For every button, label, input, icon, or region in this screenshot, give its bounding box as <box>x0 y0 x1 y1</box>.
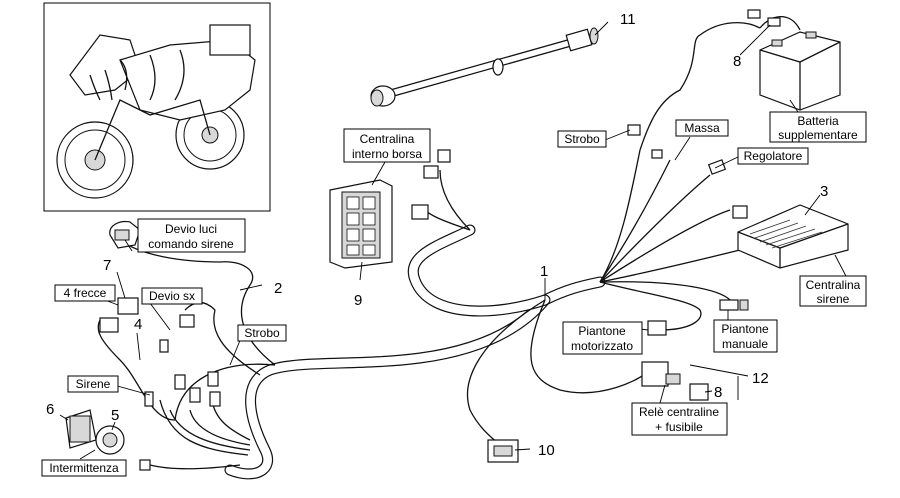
label-massa: Massa <box>675 119 729 137</box>
part-number-12: 12 <box>752 370 769 387</box>
label-devio-luci-line1: Devio luci <box>165 222 217 236</box>
label-rele-line1: Relè centraline <box>639 405 719 419</box>
label-devio-luci: Devio luci comando sirene <box>137 218 246 253</box>
label-sirene: Sirene <box>67 375 119 393</box>
part-number-11: 11 <box>620 11 636 28</box>
label-strobo-left-text: Strobo <box>244 326 280 340</box>
label-piantone-motorizzato: Piantone motorizzato <box>562 321 643 355</box>
label-strobo-left: Strobo <box>237 324 287 342</box>
label-piantone-motorizzato-line2: motorizzato <box>571 339 633 353</box>
label-strobo-right: Strobo <box>557 130 607 148</box>
part-number-3: 3 <box>820 183 828 200</box>
part-12-relay <box>641 361 709 401</box>
label-rele-line2: + fusibile <box>655 420 703 434</box>
part-10-connector <box>487 439 519 463</box>
label-regolatore: Regolatore <box>737 147 809 165</box>
motorcycle-inset <box>43 2 271 212</box>
label-intermittenza: Intermittenza <box>41 459 127 477</box>
part-11-cable <box>370 27 599 107</box>
part-3-siren-unit <box>732 204 849 269</box>
left-components <box>65 220 221 471</box>
label-strobo-right-text: Strobo <box>564 132 600 146</box>
part-number-1: 1 <box>540 263 548 280</box>
part-number-5: 5 <box>111 407 119 424</box>
label-devio-sx-text: Devio sx <box>149 289 195 303</box>
part-number-7: 7 <box>103 257 111 274</box>
label-intermittenza-text: Intermittenza <box>49 461 119 475</box>
label-piantone-manuale-line2: manuale <box>722 337 768 351</box>
label-batteria-line1: Batteria <box>797 114 839 128</box>
part-number-8-relay: 8 <box>714 384 722 401</box>
part-number-6: 6 <box>46 401 54 418</box>
main-harness <box>97 34 761 480</box>
label-batteria-line2: supplementare <box>778 128 858 142</box>
label-4-frecce: 4 frecce <box>54 284 116 302</box>
battery-part <box>699 9 841 111</box>
part-number-8-top: 8 <box>733 53 741 70</box>
part-number-9: 9 <box>354 292 362 309</box>
part-number-10: 10 <box>538 442 555 459</box>
label-centralina-sirene-line2: sirene <box>817 292 850 306</box>
part-numbers: 11 8 3 1 9 2 7 4 6 5 10 12 8 <box>46 11 828 459</box>
part-number-2: 2 <box>274 280 282 297</box>
label-regolatore-text: Regolatore <box>744 149 803 163</box>
label-rele: Relè centraline + fusibile <box>631 402 728 436</box>
label-centralina-borsa-line2: interno borsa <box>352 147 422 161</box>
right-connectors <box>627 124 749 336</box>
label-centralina-borsa: Centralina interno borsa <box>343 128 431 163</box>
label-sirene-text: Sirene <box>76 377 111 391</box>
part-9-control-unit <box>329 149 451 269</box>
label-centralina-borsa-line1: Centralina <box>360 132 415 146</box>
label-centralina-sirene: Centralina sirene <box>799 275 867 307</box>
label-4-frecce-text: 4 frecce <box>64 286 107 300</box>
label-piantone-manuale: Piantone manuale <box>713 319 778 353</box>
label-batteria: Batteria supplementare <box>769 111 867 143</box>
part-number-4: 4 <box>134 316 142 333</box>
label-massa-text: Massa <box>684 121 720 135</box>
label-piantone-motorizzato-line1: Piantone <box>578 324 626 338</box>
label-piantone-manuale-line1: Piantone <box>721 322 769 336</box>
label-devio-sx: Devio sx <box>141 287 203 305</box>
label-centralina-sirene-line1: Centralina <box>806 278 861 292</box>
label-devio-luci-line2: comando sirene <box>148 237 234 251</box>
leader-lines <box>59 21 849 460</box>
